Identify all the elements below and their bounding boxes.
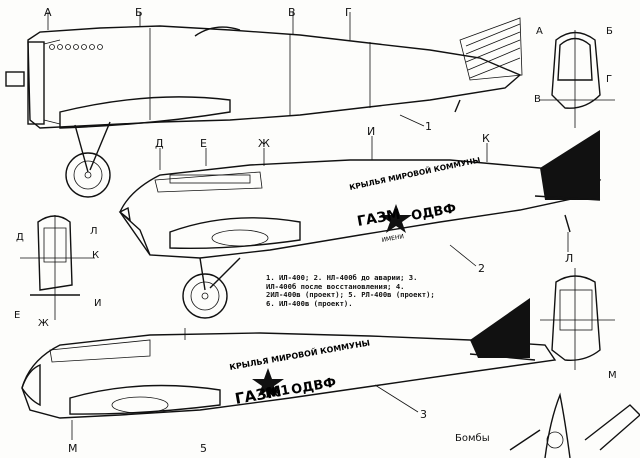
side-view-bottom xyxy=(21,298,557,440)
front-label-a: А xyxy=(536,26,543,37)
callout-3: 3 xyxy=(420,408,427,421)
slogan-gazm-middle: ГАЗМ xyxy=(356,207,402,230)
label-b: Б xyxy=(135,6,143,19)
label-e: Е xyxy=(200,137,207,150)
callout-1: 1 xyxy=(425,120,432,133)
star-emblem xyxy=(380,204,412,233)
fv-label-i: И xyxy=(94,298,101,309)
label-k: К xyxy=(482,132,490,145)
label-g: Г xyxy=(345,6,352,19)
slogan-top-middle: КРЫЛЬЯ МИРОВОЙ КОММУНЫ xyxy=(349,155,482,192)
label-a: А xyxy=(44,6,52,19)
fv-label-zh: Ж xyxy=(38,318,49,329)
front-view-right xyxy=(540,268,615,370)
slogan-number-bottom: №1 xyxy=(264,383,291,402)
front-label-v: В xyxy=(534,94,541,105)
callout-5: 5 xyxy=(200,442,207,455)
label-d: Д xyxy=(155,137,164,150)
front-view-left xyxy=(20,215,95,320)
figure-caption: 1. ИЛ-400; 2. НЛ-400б до аварии; 3. ИЛ-4… xyxy=(266,273,435,308)
fv-label-e: Е xyxy=(14,310,20,321)
front-view-top xyxy=(540,30,615,128)
fv-label-d: Д xyxy=(16,232,24,243)
fv-right-label-m: М xyxy=(608,370,617,381)
label-i: И xyxy=(367,125,375,138)
slogan-top-bottom: КРЫЛЬЯ МИРОВОЙ КОММУНЫ xyxy=(228,336,370,372)
bottom-label-m: М xyxy=(68,442,78,455)
front-label-g: Г xyxy=(606,74,612,85)
propeller-fragment xyxy=(509,392,640,458)
callout-2: 2 xyxy=(478,262,485,275)
fv-label-k: К xyxy=(92,250,99,261)
side-view-nl-400b xyxy=(118,130,602,319)
label-zh: Ж xyxy=(258,137,270,150)
bombs-label: Бомбы xyxy=(455,433,490,444)
side-view-il-400 xyxy=(5,12,523,198)
fv-label-l: Л xyxy=(90,226,98,237)
slogan-imeni-middle: ИМЕНИ xyxy=(381,233,404,244)
exhaust-ports xyxy=(49,44,103,50)
front-label-b: Б xyxy=(606,26,613,37)
label-v: В xyxy=(288,6,296,19)
label-l: Л xyxy=(565,252,573,265)
